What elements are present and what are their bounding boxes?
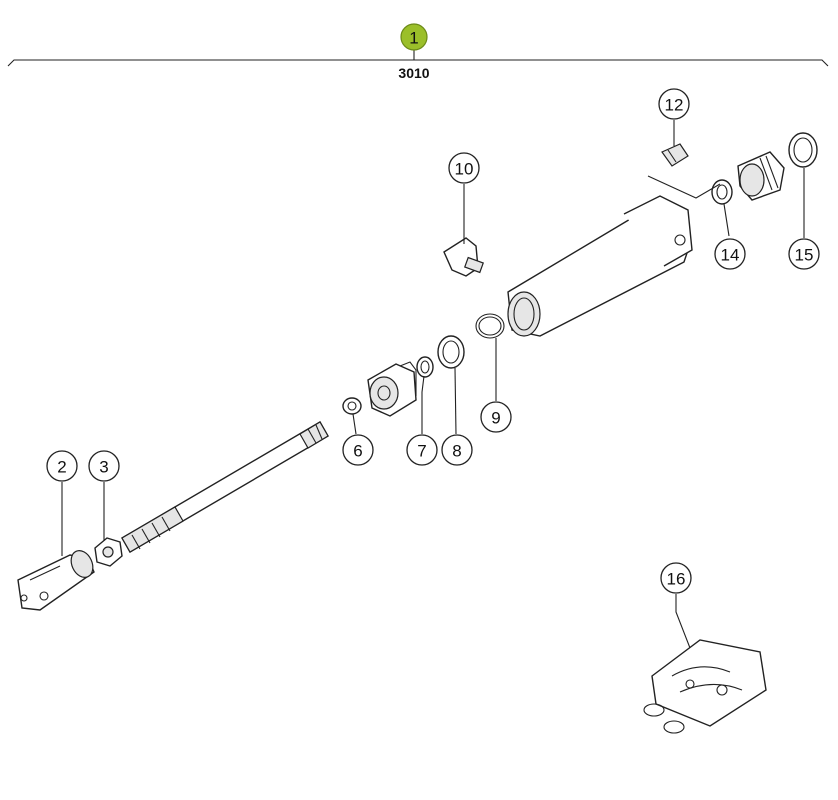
piston xyxy=(367,361,417,417)
part-14-ring xyxy=(711,179,733,205)
callout-14[interactable]: 14 xyxy=(714,238,746,270)
callout-7[interactable]: 7 xyxy=(406,434,438,466)
callout-number: 15 xyxy=(795,246,814,265)
callout-16[interactable]: 16 xyxy=(660,562,692,594)
part-10-elbow-fitting xyxy=(443,237,484,277)
callout-number: 9 xyxy=(491,409,500,428)
callout-circle xyxy=(480,401,512,433)
callout-8[interactable]: 8 xyxy=(441,434,473,466)
callout-circle xyxy=(406,434,438,466)
part-16-seal-kit-bag xyxy=(643,639,767,734)
assembly-number-label: 1 xyxy=(409,29,418,48)
callout-circle xyxy=(714,238,746,270)
callout-circle xyxy=(660,562,692,594)
callout-circle xyxy=(88,450,120,482)
assembly-code-label: 3010 xyxy=(398,65,429,81)
part-2-clevis-end xyxy=(17,550,95,611)
piston-rod xyxy=(121,421,329,553)
assembly-number-callout[interactable]: 1 xyxy=(400,23,428,51)
end-bushing xyxy=(737,151,785,201)
callout-number: 16 xyxy=(667,570,686,589)
part-3-nut xyxy=(94,537,123,567)
callout-number: 8 xyxy=(452,442,461,461)
callout-number: 6 xyxy=(353,442,362,461)
callout-6[interactable]: 6 xyxy=(342,434,374,466)
callout-circle xyxy=(448,152,480,184)
callout-number: 2 xyxy=(57,458,66,477)
leader-lines xyxy=(61,120,805,649)
part-9-retaining-ring xyxy=(475,313,505,339)
callout-number: 7 xyxy=(417,442,426,461)
callout-2[interactable]: 2 xyxy=(46,450,78,482)
callout-circle xyxy=(342,434,374,466)
callout-15[interactable]: 15 xyxy=(788,238,820,270)
callout-circle xyxy=(441,434,473,466)
callout-3[interactable]: 3 xyxy=(88,450,120,482)
callout-10[interactable]: 10 xyxy=(448,152,480,184)
assembly-number-highlight xyxy=(400,23,428,51)
assembly-header: 1 3010 xyxy=(7,23,829,81)
callout-circle xyxy=(46,450,78,482)
assembly-bracket-line xyxy=(7,59,829,67)
callout-12[interactable]: 12 xyxy=(658,88,690,120)
part-8-seal xyxy=(437,335,465,369)
part-15-ring xyxy=(788,132,818,168)
callout-circle xyxy=(658,88,690,120)
callout-number: 10 xyxy=(455,160,474,179)
part-7-o-ring xyxy=(416,356,434,378)
callout-number: 3 xyxy=(99,458,108,477)
callout-number: 14 xyxy=(721,246,740,265)
callout-9[interactable]: 9 xyxy=(480,401,512,433)
callout-circle xyxy=(788,238,820,270)
part-12-fitting xyxy=(661,143,689,167)
cylinder-barrel xyxy=(507,195,693,337)
part-6-washer xyxy=(342,397,362,415)
callout-number: 12 xyxy=(665,96,684,115)
